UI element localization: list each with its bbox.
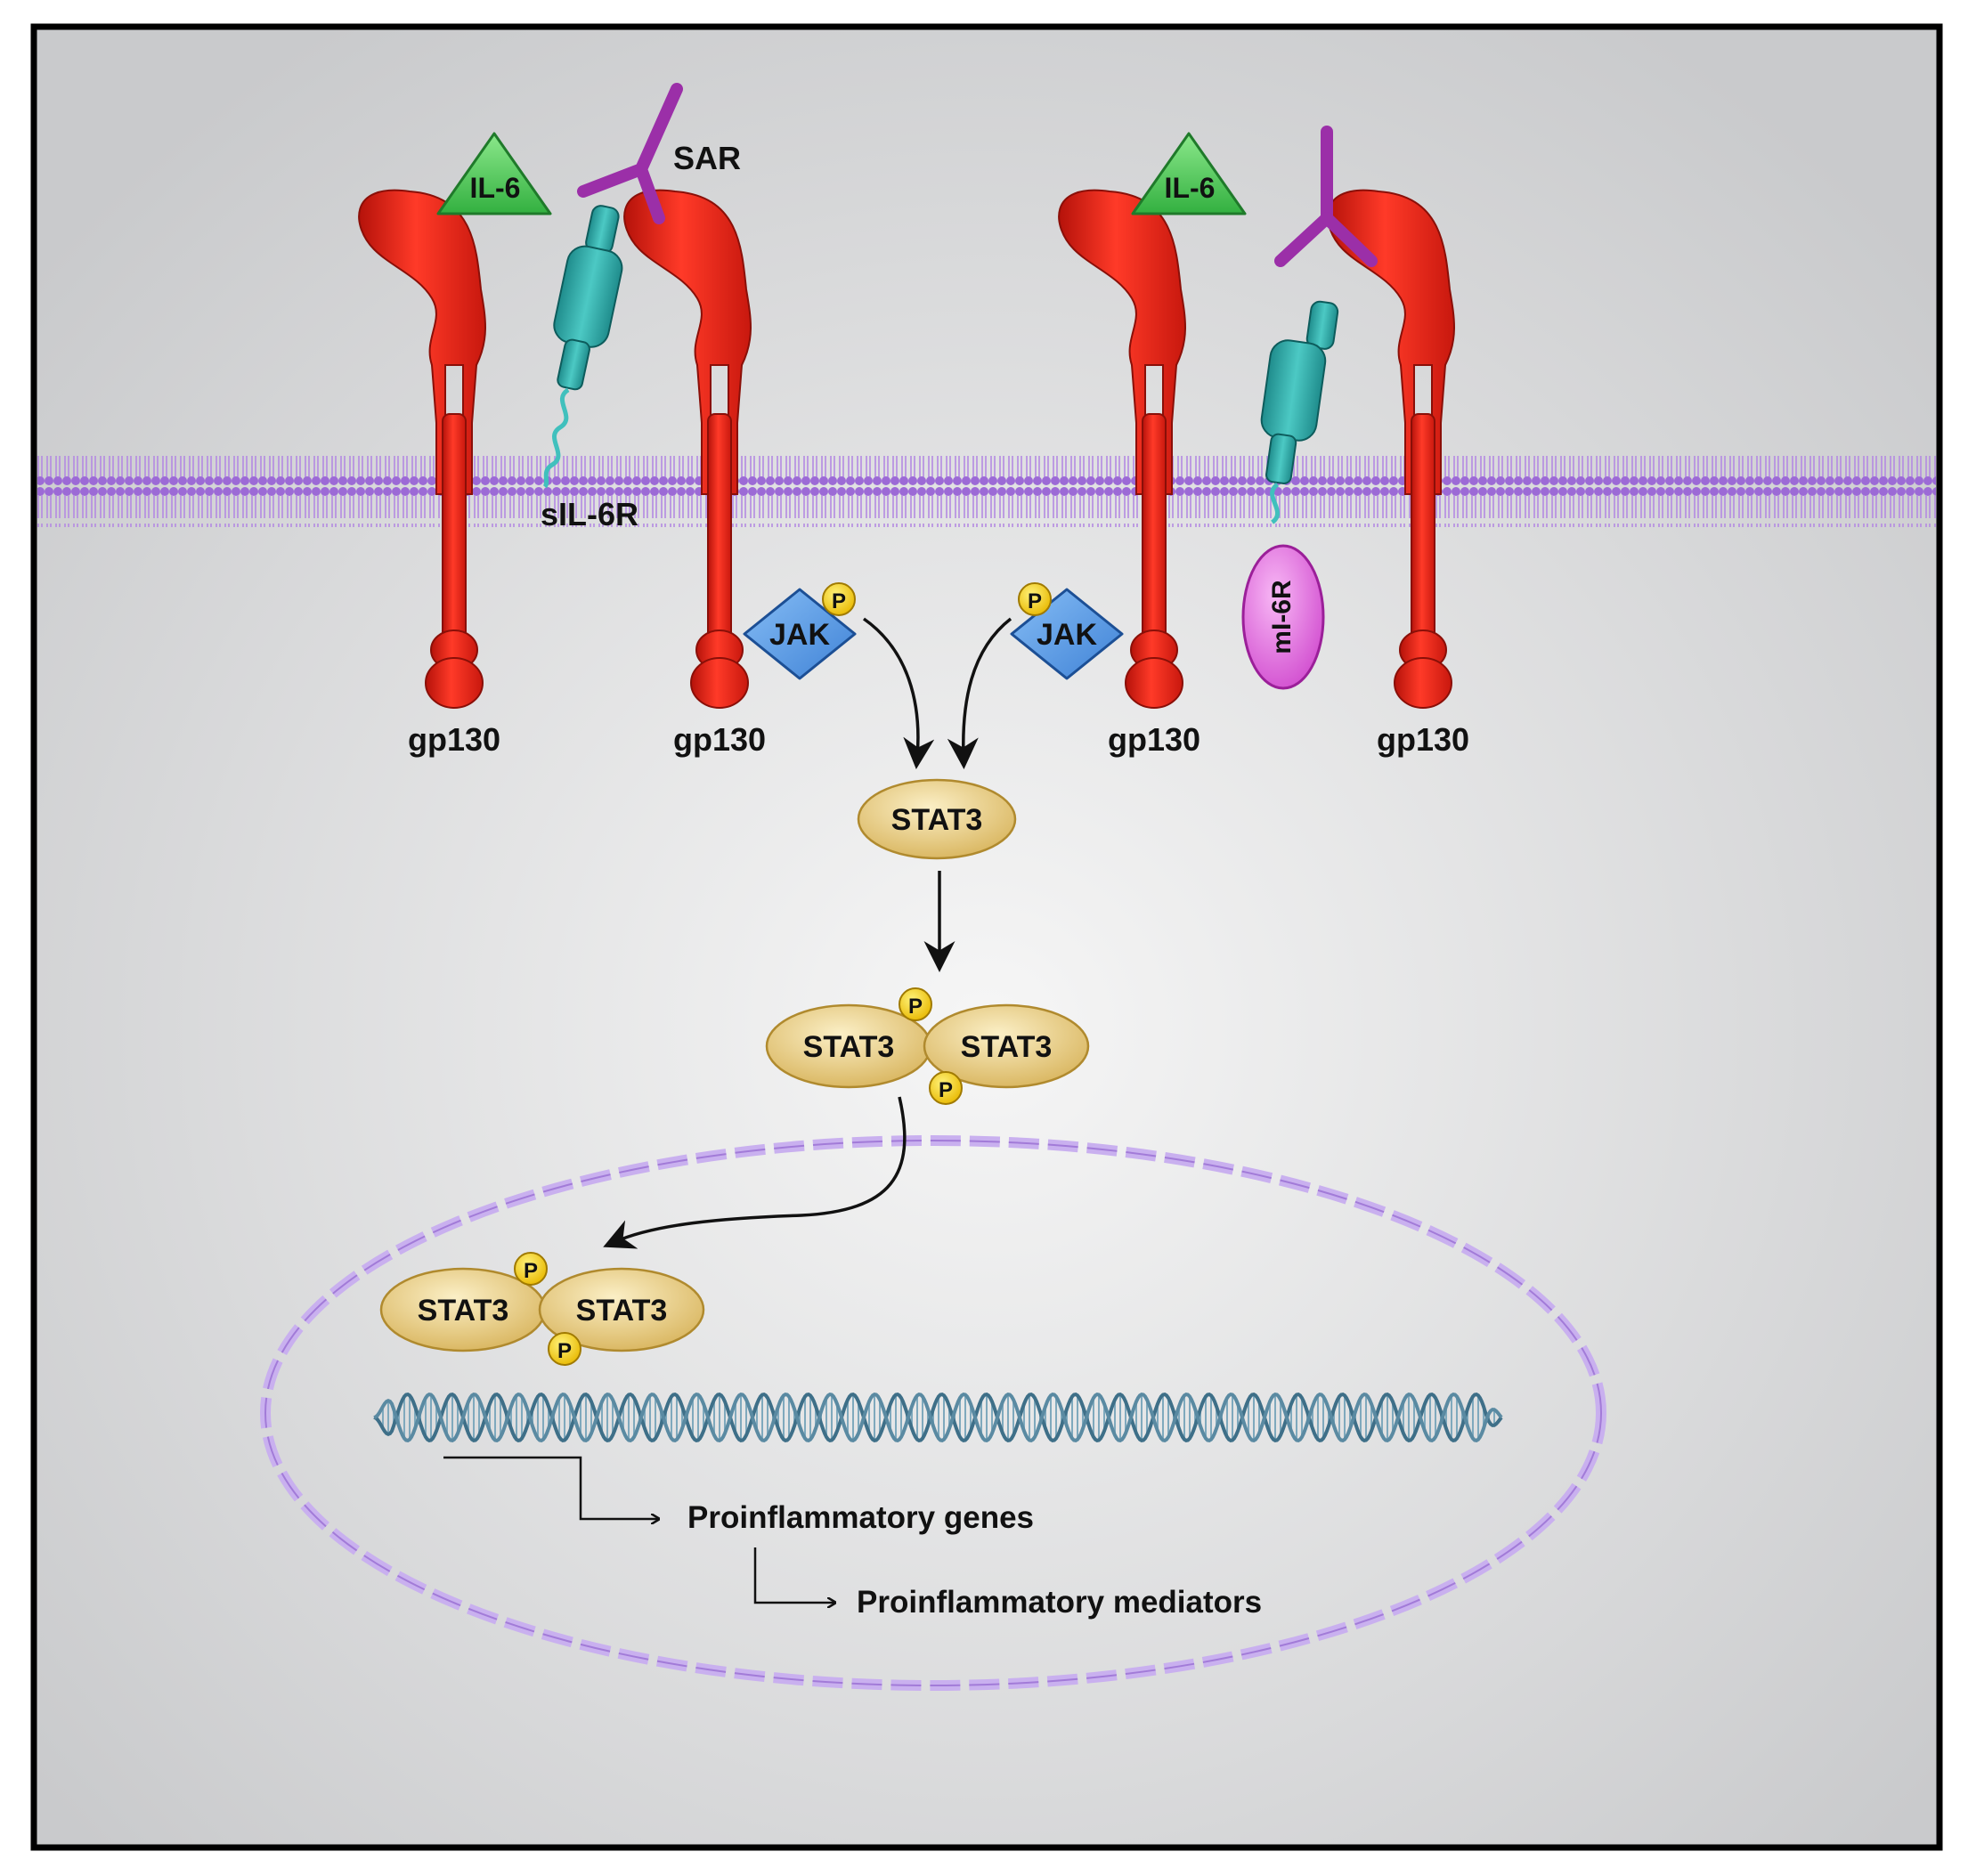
arrow-dimer-to-nucleus bbox=[603, 1096, 907, 1249]
phosphate-jak-right: P bbox=[1018, 582, 1052, 616]
sar-antibody-right bbox=[1274, 126, 1378, 267]
svg-text:IL-6: IL-6 bbox=[1165, 172, 1216, 204]
svg-text:IL-6: IL-6 bbox=[470, 172, 521, 204]
arrow-jak-right-to-stat3 bbox=[947, 617, 1012, 769]
soluble-il6-receptor bbox=[542, 205, 623, 489]
jak-kinase-left: JAK bbox=[743, 588, 857, 680]
sar-antibody-left bbox=[577, 83, 683, 224]
svg-text:P: P bbox=[1028, 589, 1042, 613]
svg-text:STAT3: STAT3 bbox=[576, 1294, 668, 1328]
arrow-to-mediators bbox=[753, 1547, 835, 1603]
svg-text:P: P bbox=[908, 995, 923, 1019]
il6-ligand-left: IL-6 bbox=[436, 132, 552, 215]
gp130-label-3: gp130 bbox=[1108, 721, 1200, 758]
cell-membrane bbox=[37, 456, 1936, 527]
sil6r-label: sIL-6R bbox=[541, 496, 638, 532]
outer-frame bbox=[30, 23, 1943, 1851]
phosphate-jak-left: P bbox=[822, 582, 856, 616]
svg-text:STAT3: STAT3 bbox=[803, 1030, 895, 1064]
dna-double-helix bbox=[373, 1392, 1503, 1443]
svg-text:P: P bbox=[557, 1339, 572, 1363]
arrow-jak-left-to-stat3 bbox=[862, 617, 935, 769]
arrow-to-genes bbox=[443, 1456, 659, 1519]
membrane-il6-receptor bbox=[1260, 300, 1339, 524]
genes-label: Proinflammatory genes bbox=[687, 1500, 1034, 1535]
gp130-label-4: gp130 bbox=[1377, 721, 1469, 758]
svg-text:P: P bbox=[524, 1259, 538, 1283]
svg-text:mI-6R: mI-6R bbox=[1267, 580, 1297, 654]
svg-text:JAK: JAK bbox=[769, 618, 830, 652]
il6-ligand-right: IL-6 bbox=[1131, 132, 1247, 215]
svg-text:STAT3: STAT3 bbox=[961, 1030, 1053, 1064]
svg-text:P: P bbox=[832, 589, 846, 613]
sar-label: SAR bbox=[673, 140, 741, 176]
gp130-label-2: gp130 bbox=[673, 721, 766, 758]
stat3-dimer-cytoplasm: STAT3 STAT3 P P bbox=[765, 987, 1090, 1105]
stat3-dimer-nucleus: STAT3 STAT3 P P bbox=[379, 1252, 705, 1366]
nuclear-envelope-inner bbox=[264, 1140, 1602, 1686]
svg-text:JAK: JAK bbox=[1037, 618, 1097, 652]
mediators-label: Proinflammatory mediators bbox=[857, 1585, 1262, 1620]
svg-text:STAT3: STAT3 bbox=[418, 1294, 509, 1328]
mil6r-domain: mI-6R bbox=[1241, 544, 1325, 690]
svg-text:STAT3: STAT3 bbox=[891, 803, 983, 837]
gp130-label-1: gp130 bbox=[408, 721, 500, 758]
svg-text:P: P bbox=[939, 1078, 953, 1102]
stat3-monomer: STAT3 bbox=[857, 778, 1017, 860]
